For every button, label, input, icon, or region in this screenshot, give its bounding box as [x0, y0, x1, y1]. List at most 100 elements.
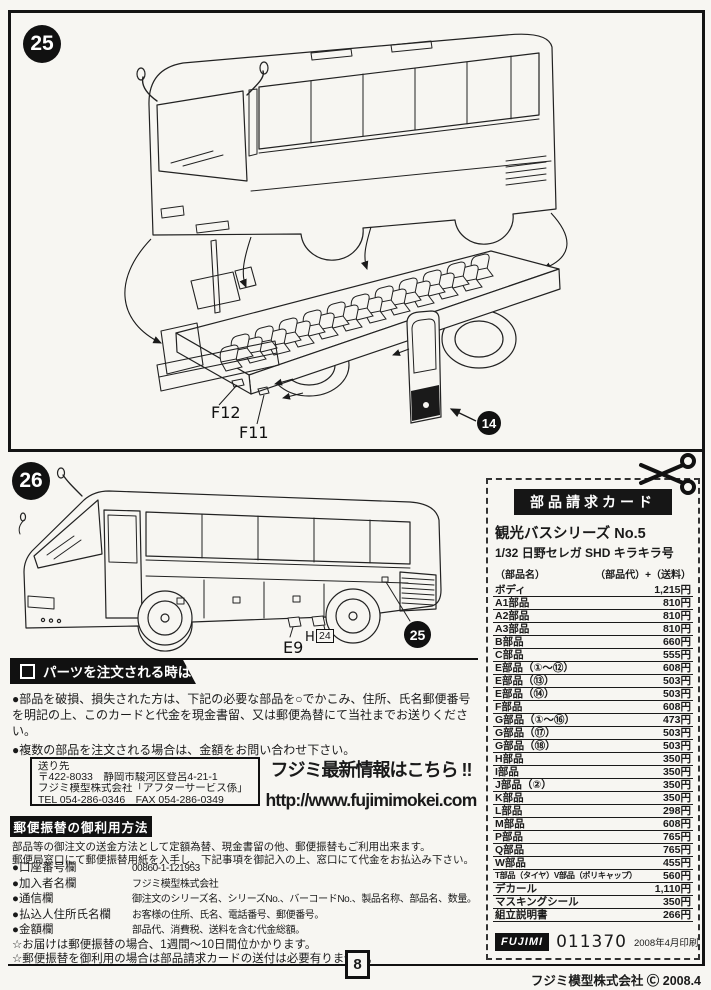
part-name: J部品（②）	[495, 779, 552, 791]
parts-table-row: デカール 1,110円	[493, 883, 693, 896]
part-name: G部品（⑰）	[495, 727, 556, 739]
parts-card-title: 部品請求カード	[514, 489, 672, 515]
part-price: 298円	[662, 805, 691, 817]
address-line: TEL 054-286-0346 FAX 054-286-0349	[38, 794, 224, 806]
postal-field-row: ●加入者名欄 フジミ模型株式会社	[12, 877, 482, 893]
order-instructions: ●部品を破損、損失された方は、下記の必要な部品を○でかこみ、住所、氏名郵便番号を…	[12, 691, 478, 761]
part-name: C部品	[495, 649, 524, 661]
callout-14-badge: 14	[477, 411, 501, 435]
part-price: 765円	[662, 831, 691, 843]
part-name: F部品	[495, 701, 523, 713]
postal-field-label: ●口座番号欄	[12, 862, 77, 874]
parts-table-row: W部品 455円	[493, 857, 693, 870]
parts-card-code: 011370	[556, 932, 627, 952]
driver-area-drawing	[156, 239, 280, 396]
parts-card-footer: FUJIMI 011370 2008年4月印刷	[493, 932, 698, 952]
part-price: 810円	[662, 610, 691, 622]
part-price: 810円	[662, 597, 691, 609]
part-price: 608円	[662, 662, 691, 674]
parts-table-row: C部品 555円	[493, 649, 693, 662]
parts-table: ボディ 1,215円 A1部品 810円 A2部品 810円 A3部品 810円	[493, 584, 693, 922]
parts-table-row: G部品（⑰） 503円	[493, 727, 693, 740]
callout-14-number: 14	[481, 415, 497, 431]
part-price: 1,110円	[654, 883, 691, 895]
page-number: 8	[353, 956, 362, 973]
part-price: 503円	[662, 675, 691, 687]
part-label-f12: F12	[211, 403, 241, 422]
parts-card-product: 1/32 日野セレガ SHD キラキラ号	[495, 546, 674, 560]
parts-table-row: E部品（⑬） 503円	[493, 675, 693, 688]
part-price: 608円	[662, 701, 691, 713]
parts-table-row: A1部品 810円	[493, 597, 693, 610]
parts-table-row: E部品（⑭） 503円	[493, 688, 693, 701]
postal-field-label: ●金額欄	[12, 924, 54, 937]
parts-table-row: T部品（タイヤ）V部品（ポリキャップ） 560円	[493, 870, 693, 883]
part-price: 765円	[662, 844, 691, 856]
parts-table-row: I部品 350円	[493, 766, 693, 779]
assembly-arrows	[124, 212, 568, 344]
promo-url: http://www.fujimimokei.com	[265, 790, 478, 810]
parts-table-row: F部品 608円	[493, 701, 693, 714]
section-divider-line	[10, 658, 478, 660]
col-header-part-name: （部品名）	[495, 570, 545, 581]
parts-table-header: （部品名） （部品代）+（送料）	[493, 566, 693, 584]
assembly-diagram-body-onto-chassis	[124, 33, 568, 425]
parts-table-row: J部品（②） 350円	[493, 779, 693, 792]
parts-table-row: K部品 350円	[493, 792, 693, 805]
part-leader-lines	[218, 348, 477, 425]
part-name: Q部品	[495, 844, 525, 856]
parts-table-row: E部品（①〜⑫） 608円	[493, 662, 693, 675]
parts-table-row: Q部品 765円	[493, 844, 693, 857]
part-label-h: H	[305, 630, 315, 645]
part-name: G部品（①〜⑯）	[495, 714, 576, 726]
fujimi-logo: FUJIMI	[495, 933, 550, 951]
parts-table-row: マスキングシール 350円	[493, 896, 693, 909]
part-name: E部品（①〜⑫）	[495, 662, 574, 674]
part-name: G部品（⑱）	[495, 740, 556, 752]
part-price: 660円	[662, 636, 691, 648]
parts-card-series: 観光バスシリーズ No.5	[495, 526, 646, 542]
step-26-number: 26	[19, 469, 43, 492]
order-instruction-item: ●複数の部品を注文される場合は、金額をお問い合わせ下さい。	[12, 743, 356, 757]
postal-field-row: ●金額欄 部品代、消費税、送料を含む代金総額。	[12, 923, 482, 939]
part-price: 350円	[662, 792, 691, 804]
part-name: E部品（⑭）	[495, 688, 555, 700]
fujimi-promo: フジミ最新情報はこちら !! http://www.fujimimokei.co…	[260, 756, 482, 811]
address-line: フジミ模型株式会社「アフターサービス係」	[38, 783, 248, 795]
postal-intro: 部品等の御注文の送金方法として定額為替、現金書留の他、郵便振替もご利用出来ます。…	[12, 841, 484, 867]
postal-field-value: 00860-1-121953	[132, 863, 200, 874]
bus-side-view-diagram	[18, 467, 442, 652]
part-price: 503円	[662, 727, 691, 739]
parts-table-row: G部品（⑱） 503円	[493, 740, 693, 753]
bus-body-drawing	[136, 33, 557, 261]
postal-section-header: 郵便振替の御利用方法	[10, 816, 152, 837]
part-price: 350円	[662, 779, 691, 791]
postal-field-row: ●口座番号欄 00860-1-121953	[12, 861, 482, 877]
part-name: マスキングシール	[495, 896, 579, 908]
part-name: M部品	[495, 818, 525, 830]
part-price: 350円	[662, 896, 691, 908]
part-price: 503円	[662, 688, 691, 700]
callout-25-badge: 25	[404, 621, 431, 648]
postal-field-value: お客様の住所、氏名、電話番号、郵便番号。	[132, 909, 324, 921]
parts-table-row: P部品 765円	[493, 831, 693, 844]
part-name: B部品	[495, 636, 524, 648]
part-price: 608円	[662, 818, 691, 830]
part-name: L部品	[495, 805, 523, 817]
postal-field-label: ●通信欄	[12, 893, 54, 906]
parts-table-row: H部品 350円	[493, 753, 693, 766]
callout-25-number: 25	[409, 626, 426, 643]
postal-field-value: 部品代、消費税、送料を含む代金総額。	[132, 925, 305, 937]
postal-field-label: ●払込人住所氏名欄	[12, 908, 111, 921]
parts-table-row: B部品 660円	[493, 636, 693, 649]
parts-table-row: M部品 608円	[493, 818, 693, 831]
part-price: 503円	[662, 740, 691, 752]
page-number-box: 8	[345, 950, 370, 979]
part-name: H部品	[495, 753, 524, 765]
part-price: 350円	[662, 766, 691, 778]
postal-section-title: 郵便振替の御利用方法	[13, 821, 149, 835]
parts-table-row: G部品（①〜⑯） 473円	[493, 714, 693, 727]
print-date: 2008年4月印刷	[633, 938, 699, 949]
postal-fields: ●口座番号欄 00860-1-121953 ●加入者名欄 フジミ模型株式会社 ●…	[12, 861, 482, 939]
